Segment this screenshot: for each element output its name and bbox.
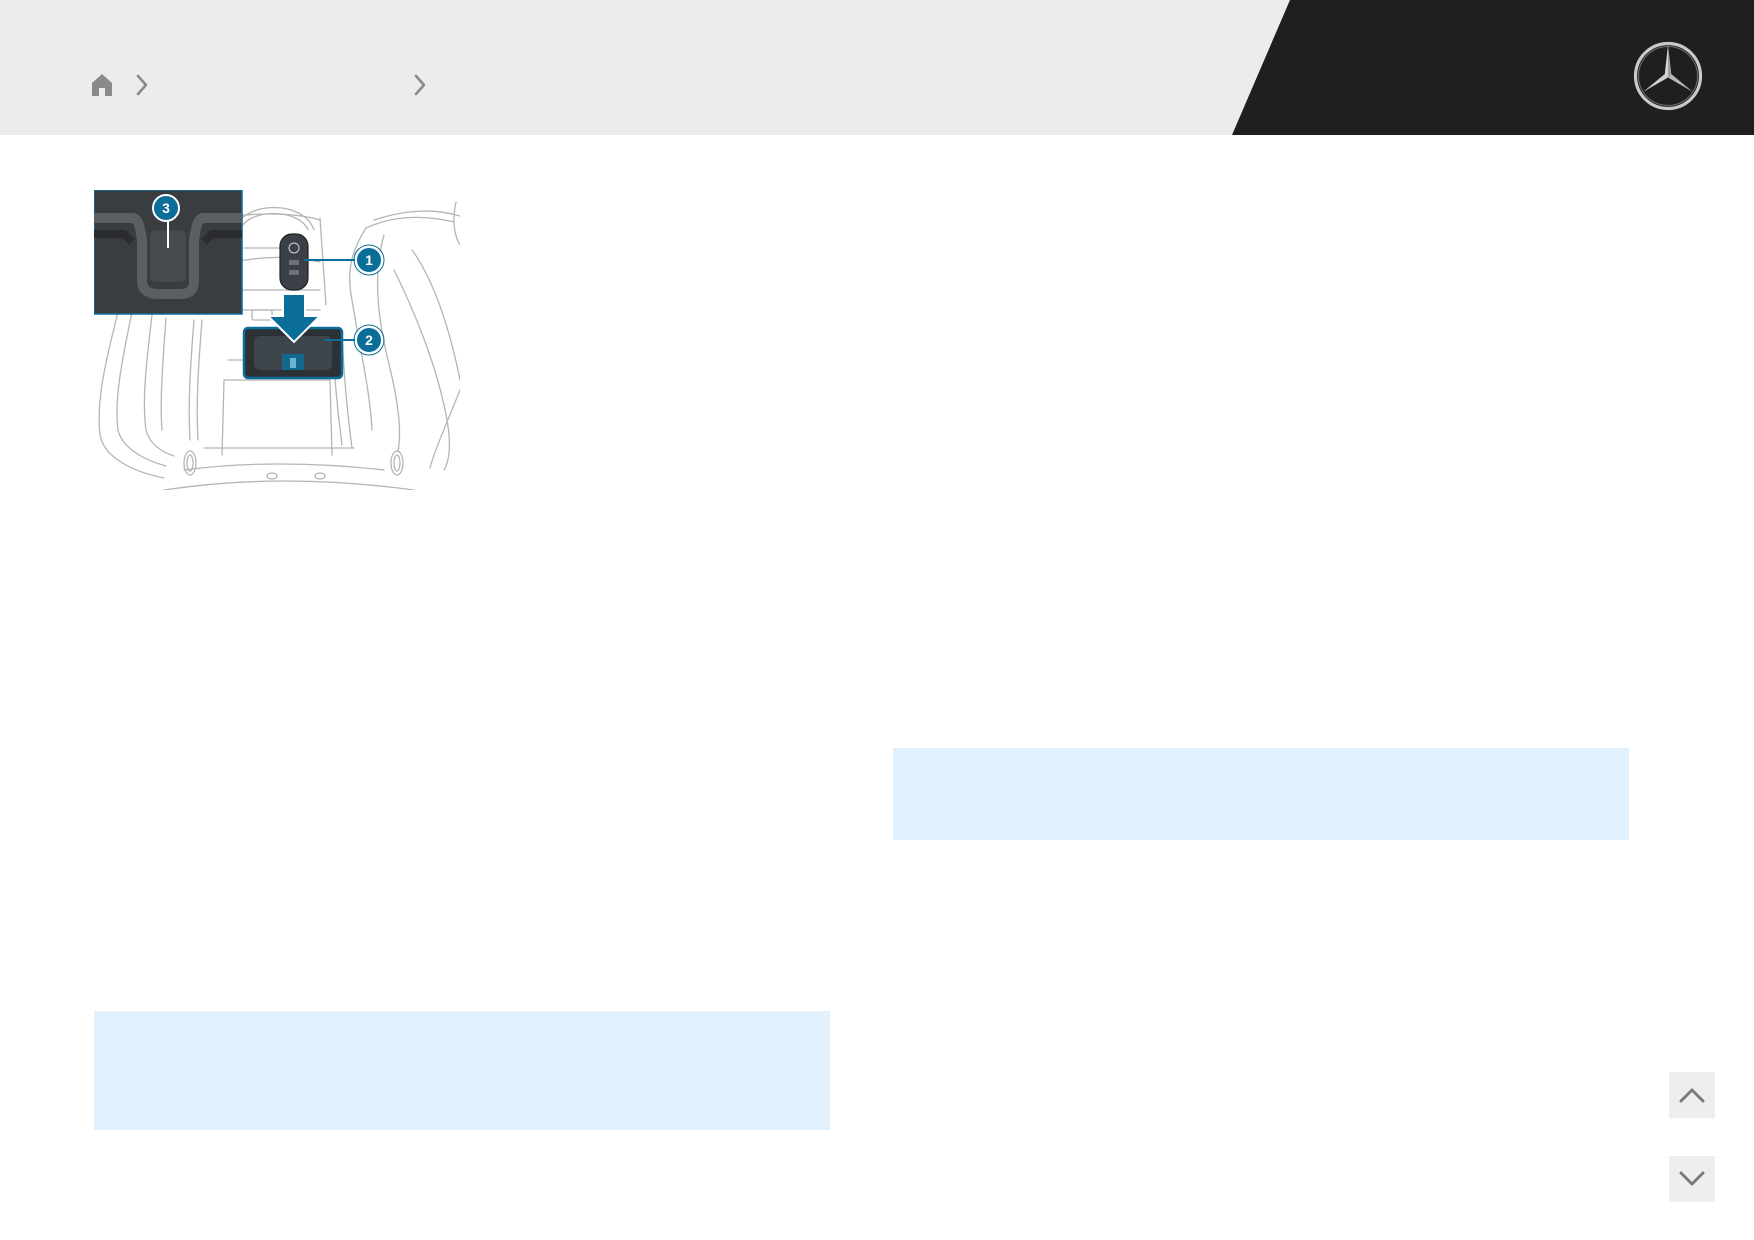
- chevron-up-icon: [1679, 1088, 1705, 1103]
- page-header: [0, 0, 1754, 135]
- info-box-right: [893, 748, 1629, 840]
- callout-3: 3: [162, 200, 170, 216]
- breadcrumb-chevron-icon: [414, 74, 426, 96]
- callout-1: 1: [365, 252, 373, 268]
- chevron-down-icon: [1679, 1171, 1705, 1186]
- info-box-left: [94, 1011, 830, 1130]
- callout-2: 2: [365, 332, 373, 348]
- mercedes-star-icon[interactable]: [1632, 40, 1704, 112]
- brand-panel: [1232, 0, 1754, 135]
- scroll-down-button[interactable]: [1669, 1156, 1715, 1202]
- breadcrumb-chevron-icon: [136, 74, 148, 96]
- center-console-illustration: 1 2 3: [94, 190, 460, 490]
- home-icon[interactable]: [90, 72, 114, 98]
- scroll-up-button[interactable]: [1669, 1072, 1715, 1118]
